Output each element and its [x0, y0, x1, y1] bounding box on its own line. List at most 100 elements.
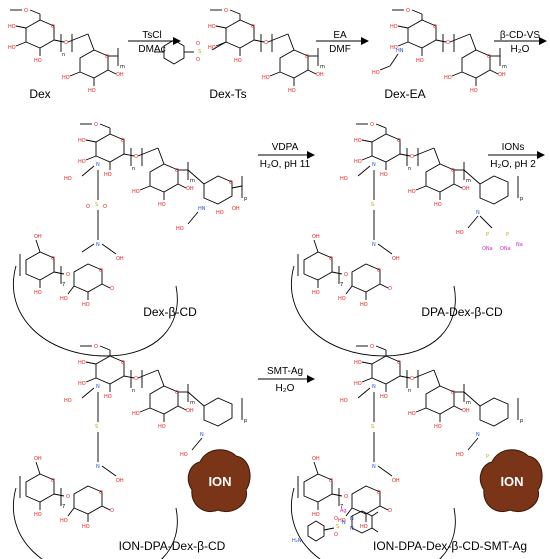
svg-text:P: P — [486, 232, 489, 238]
svg-text:n: n — [408, 388, 411, 394]
svg-text:N: N — [350, 526, 354, 532]
reagent-smt-ag: SMT-Ag — [267, 366, 303, 377]
svg-text:O: O — [103, 204, 107, 210]
reaction-step-2: EA DMF — [316, 30, 369, 55]
label-dex-bcd: Dex-β-CD — [143, 305, 197, 319]
svg-text:7: 7 — [340, 504, 343, 510]
svg-text:HO: HO — [180, 452, 188, 458]
svg-text:p: p — [520, 418, 523, 424]
svg-text:OH: OH — [392, 478, 400, 484]
svg-text:OH: OH — [392, 256, 400, 262]
svg-text:O: O — [334, 516, 338, 522]
svg-text:S: S — [95, 202, 98, 208]
ion-nanoparticle-1: ION — [187, 449, 251, 512]
svg-text:m: m — [190, 400, 195, 406]
svg-text:N: N — [350, 516, 354, 522]
svg-text:ONa: ONa — [482, 246, 493, 252]
svg-text:HO: HO — [456, 230, 464, 236]
svg-text:m: m — [466, 178, 471, 184]
svg-text:N: N — [372, 384, 376, 390]
svg-text:O: O — [196, 41, 200, 47]
structure-ion-dpa-dex-bcd: n m N HO S N OH p N HO P P — [64, 343, 247, 484]
label-dex-ts: Dex-Ts — [209, 87, 246, 101]
svg-text:OH: OH — [116, 256, 124, 262]
svg-text:O: O — [334, 532, 338, 538]
svg-text:Ag: Ag — [340, 508, 347, 514]
svg-text:S: S — [198, 49, 201, 55]
cd-ring-2: 7 — [290, 233, 456, 357]
label-ion-dpa-dex-bcd-smt-ag: ION-DPA-Dex-β-CD-SMT-Ag — [373, 539, 527, 553]
svg-text:HO: HO — [176, 226, 184, 232]
subscript-n: n — [62, 52, 65, 58]
svg-text:HO: HO — [64, 398, 72, 404]
svg-text:N: N — [476, 432, 480, 438]
solvent-dmac: DMAc — [138, 44, 165, 55]
svg-text:OH: OH — [232, 206, 240, 212]
solvent-dmf: DMF — [329, 44, 351, 55]
svg-text:N: N — [476, 210, 480, 216]
structure-dex-bcd: n m N HO S O O N OH O p HN HO HO OH — [64, 121, 247, 262]
svg-text:m: m — [320, 64, 325, 70]
svg-text:HO: HO — [340, 176, 348, 182]
svg-text:S: S — [95, 424, 98, 430]
cd-ring-4: 7 — [290, 455, 456, 559]
svg-text:m: m — [502, 64, 507, 70]
structure-dex: n m — [7, 7, 125, 95]
label-dex-ea: Dex-EA — [384, 87, 425, 101]
svg-text:Na: Na — [516, 242, 523, 248]
cd-ring-3: 7 — [12, 455, 178, 559]
svg-text:HO: HO — [64, 176, 72, 182]
label-ion-dpa-dex-bcd: ION-DPA-Dex-β-CD — [119, 539, 226, 553]
svg-text:O: O — [229, 180, 233, 186]
reaction-step-6: SMT-Ag H₂O — [258, 366, 315, 394]
svg-text:n: n — [132, 388, 135, 394]
structure-dex-ts: m S O O — [154, 7, 325, 95]
svg-text:m: m — [190, 178, 195, 184]
ion-nanoparticle-2: ION — [479, 449, 543, 512]
svg-text:N: N — [200, 432, 204, 438]
svg-text:O: O — [196, 57, 200, 63]
svg-text:ONa: ONa — [500, 246, 511, 252]
svg-text:p: p — [244, 196, 247, 202]
svg-text:O: O — [86, 204, 90, 210]
svg-text:7: 7 — [62, 282, 65, 288]
svg-text:N: N — [96, 242, 100, 248]
svg-text:N: N — [372, 242, 376, 248]
svg-text:N: N — [342, 520, 346, 526]
label-dex: Dex — [29, 87, 50, 101]
solvent-ph11: H₂O, pH 11 — [260, 159, 311, 170]
svg-text:S: S — [371, 424, 374, 430]
svg-text:HO: HO — [340, 398, 348, 404]
svg-text:P: P — [486, 454, 489, 460]
svg-text:HN: HN — [198, 206, 206, 212]
cd-ring-1: 7 — [12, 233, 178, 357]
svg-text:N: N — [372, 464, 376, 470]
reagent-ea: EA — [333, 30, 347, 41]
svg-text:7: 7 — [62, 504, 65, 510]
svg-text:m: m — [466, 400, 471, 406]
svg-text:OH: OH — [116, 478, 124, 484]
svg-text:HO: HO — [216, 210, 224, 216]
svg-text:p: p — [520, 196, 523, 202]
subscript-m: m — [120, 64, 125, 70]
svg-text:HO: HO — [456, 452, 464, 458]
svg-text:n: n — [408, 166, 411, 172]
reaction-step-5: IONs H₂O, pH 2 — [488, 142, 545, 170]
solvent-h2o-2: H₂O — [276, 383, 295, 394]
svg-text:N: N — [96, 384, 100, 390]
smt-ag-guest: Ag N N S O O N H₂N — [292, 508, 379, 544]
solvent-ph2: H₂O, pH 2 — [490, 159, 536, 170]
label-dpa-dex-bcd: DPA-Dex-β-CD — [421, 305, 503, 319]
svg-text:P: P — [506, 232, 509, 238]
svg-text:7: 7 — [340, 282, 343, 288]
structure-dpa-dex-bcd: n m N HO S N OH p N HO P P ONa ONa Na — [340, 121, 523, 262]
svg-text:N: N — [372, 162, 376, 168]
svg-text:S: S — [371, 202, 374, 208]
reaction-step-1: TsCl DMAc — [128, 30, 181, 55]
solvent-h2o-1: H₂O — [511, 44, 530, 55]
reagent-ions: IONs — [502, 142, 525, 153]
svg-text:n: n — [132, 166, 135, 172]
svg-text:H₂N: H₂N — [292, 538, 302, 544]
ion-label-2: ION — [500, 474, 523, 489]
